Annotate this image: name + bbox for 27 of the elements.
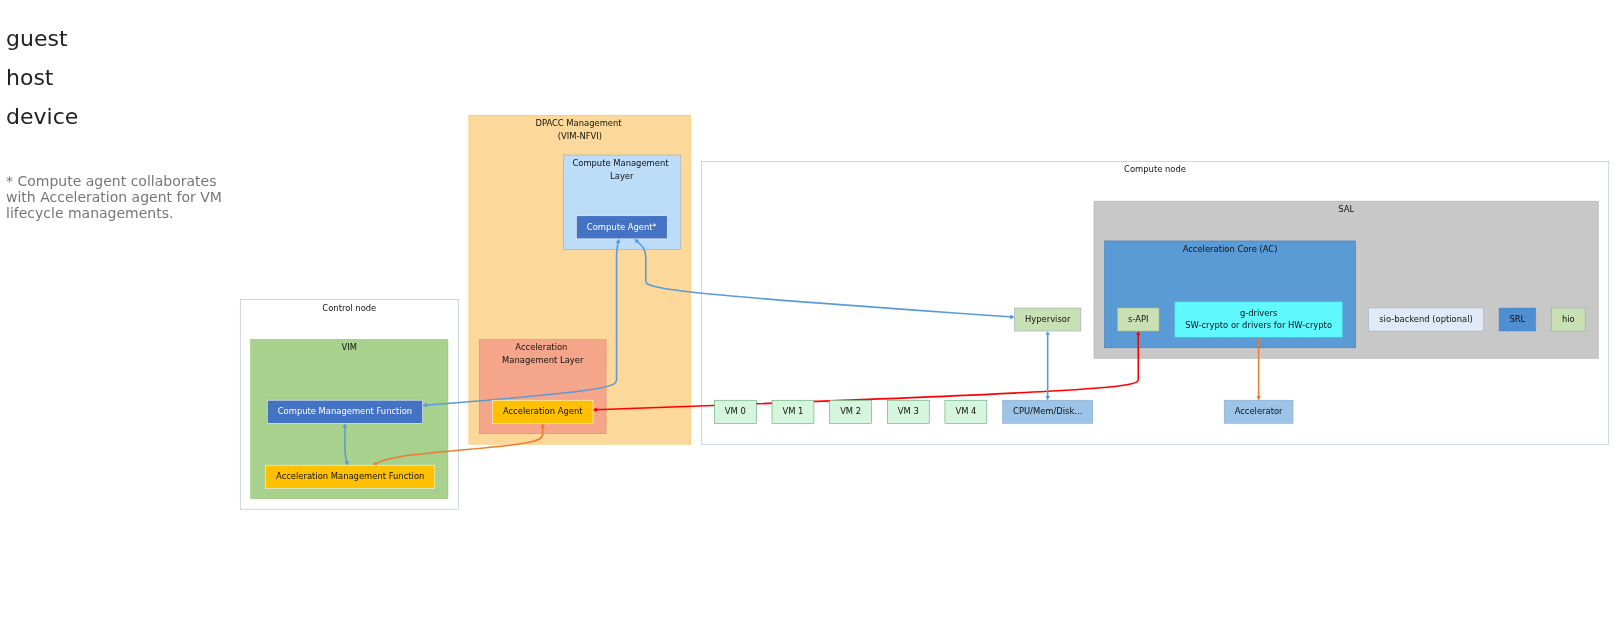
node-box: SRL — [1498, 308, 1536, 332]
node-box: Hypervisor — [1014, 308, 1082, 332]
layer-label: host — [6, 65, 55, 90]
node-box: VM 2 — [829, 400, 872, 424]
node-box: sio-backend (optional) — [1368, 308, 1484, 332]
node-box: Accelerator — [1223, 400, 1294, 424]
layer-label: guest — [6, 26, 69, 51]
footnote-text: * Compute agent collaborates with Acceleration agent for VM lifecycle managements. — [6, 173, 223, 221]
arrow — [1256, 337, 1261, 401]
node-box: g-drivers SW-crypto or drivers for HW-crypto — [1174, 301, 1343, 338]
node-box: Compute Agent* — [576, 215, 668, 240]
arrow — [372, 423, 545, 466]
node-box: Acceleration Management Function — [265, 465, 436, 489]
arrow — [342, 423, 349, 466]
node-box: Acceleration Agent — [492, 400, 594, 424]
layer-label: device — [6, 104, 80, 129]
arrow — [634, 239, 1015, 320]
arrow — [422, 239, 621, 408]
node-box: Compute Management Function — [267, 400, 423, 424]
node-box: VM 1 — [771, 400, 815, 424]
node-box: VM 4 — [944, 400, 988, 424]
node-box: VM 3 — [887, 400, 930, 424]
node-box: VM 0 — [714, 400, 757, 424]
node-box: CPU/Mem/Disk... — [1002, 400, 1094, 424]
node-box: hio — [1551, 308, 1586, 332]
arrow — [1045, 331, 1050, 401]
node-box: s-API — [1117, 308, 1160, 332]
